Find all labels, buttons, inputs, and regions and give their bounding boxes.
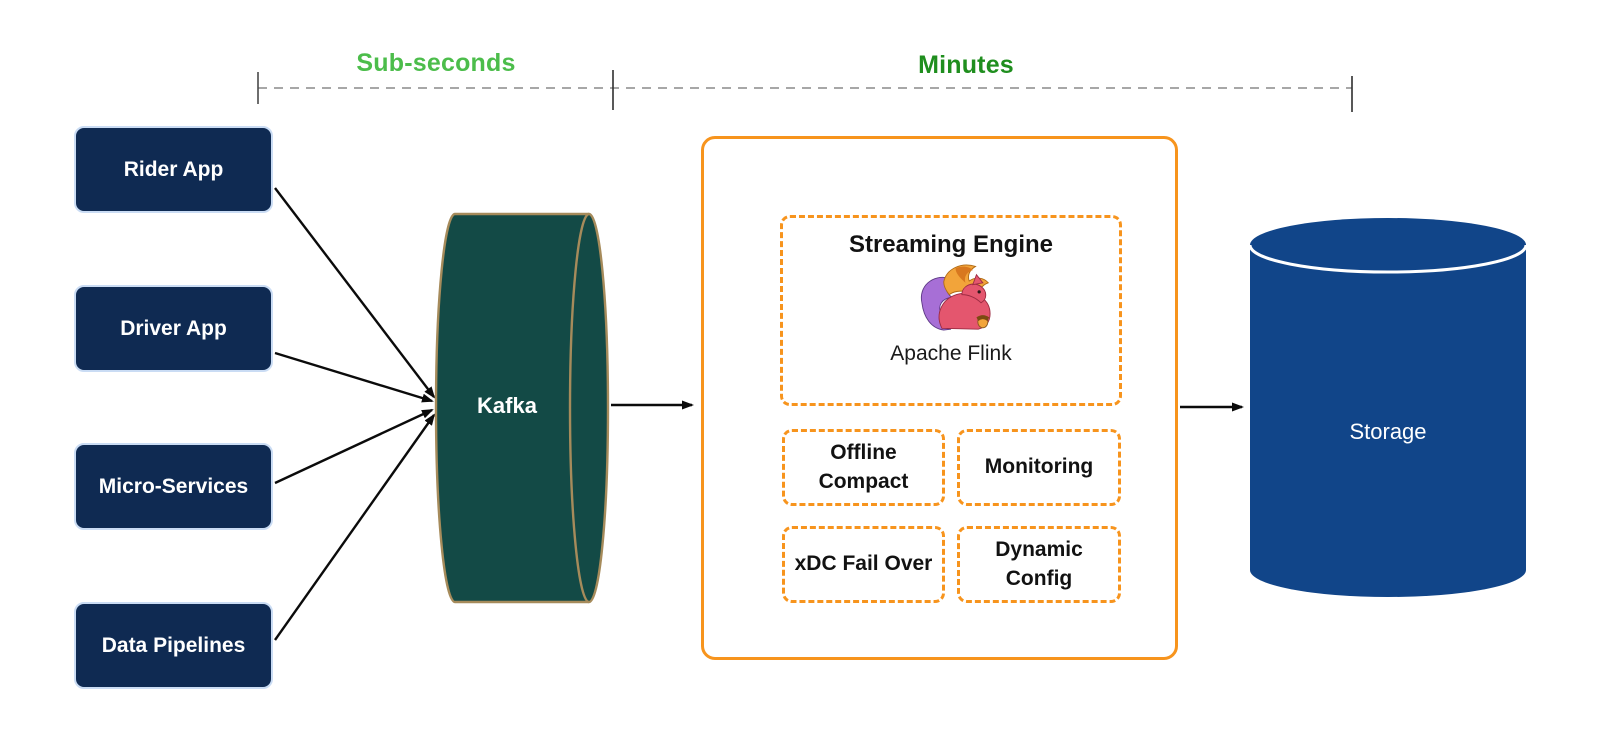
storage-label: Storage (1349, 419, 1427, 444)
source-box-rider-app: Rider App (74, 126, 273, 213)
feature-box-dynamic-config: Dynamic Config (957, 526, 1121, 603)
arrow-driver-to-kafka (274, 351, 434, 403)
latency-label-minutes: Minutes (918, 51, 1014, 79)
source-box-driver-app: Driver App (74, 285, 273, 372)
arrow-rider-to-kafka (274, 187, 436, 399)
source-box-label: Rider App (123, 157, 224, 181)
streaming-engine-box: Streaming Engine Apache Flink (780, 215, 1122, 406)
apache-flink-caption: Apache Flink (890, 342, 1012, 365)
kafka-label: Kafka (477, 393, 537, 418)
latency-label-subseconds: Sub-seconds (356, 49, 516, 77)
arrow-pipelines-to-kafka (274, 413, 436, 641)
flink-platform-container (701, 136, 1178, 660)
storage-cylinder-rim (1248, 244, 1528, 274)
feature-box-offline-compact: Offline Compact (782, 429, 945, 506)
feature-box-monitoring: Monitoring (957, 429, 1121, 506)
source-box-label: Data Pipelines (101, 633, 246, 657)
source-box-label: Micro-Services (98, 474, 249, 498)
feature-box-xdc-fail-over: xDC Fail Over (782, 526, 945, 603)
kafka-cylinder-rim (568, 212, 590, 604)
source-box-micro-services: Micro-Services (74, 443, 273, 530)
source-box-label: Driver App (120, 316, 227, 340)
arrow-services-to-kafka (274, 408, 434, 485)
source-box-data-pipelines: Data Pipelines (74, 602, 273, 689)
kafka-cylinder (434, 212, 610, 604)
streaming-engine-title: Streaming Engine (848, 231, 1054, 258)
apache-flink-logo-icon (920, 264, 991, 331)
storage-cylinder (1248, 218, 1528, 597)
